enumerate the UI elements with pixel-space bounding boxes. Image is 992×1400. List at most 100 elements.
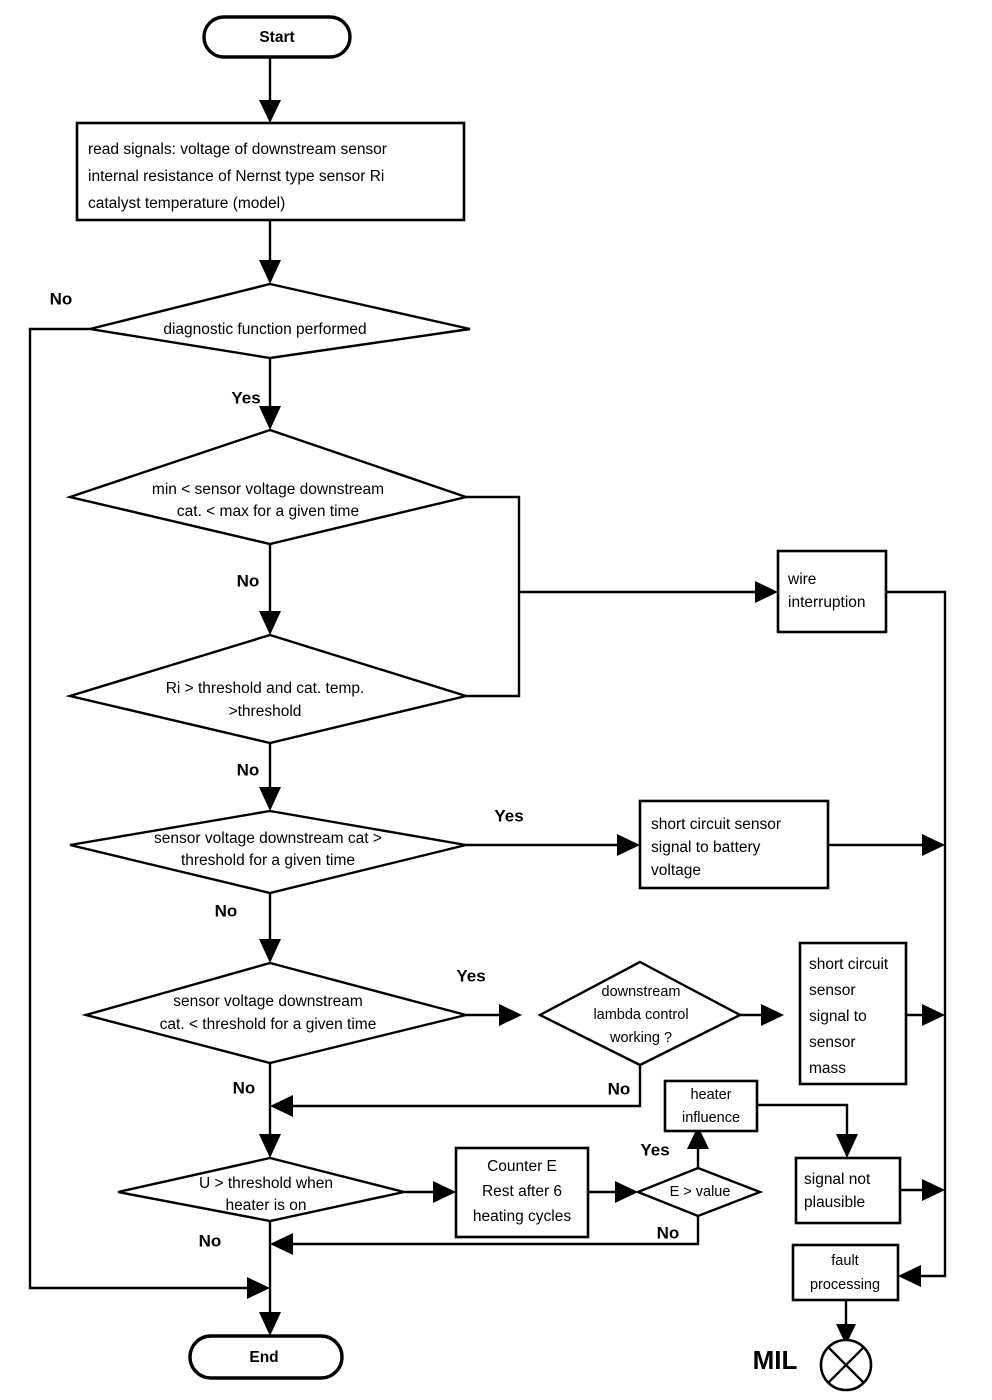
lambda-control-working-shape (537, 960, 743, 1067)
e-gt-value-label: E > value (670, 1184, 731, 1200)
voltage-below-threshold-shape (81, 961, 467, 1065)
sensor-voltage-range-line-1: min < sensor voltage downstream (152, 481, 384, 498)
node-wire-interruption[interactable]: wire interruption (776, 549, 888, 634)
voltage-above-threshold-shape (69, 809, 467, 895)
arrowhead-wire-interruption (755, 581, 778, 603)
arrowhead-diagnostic-no-end (247, 1277, 270, 1299)
branch-label-below-yes: Yes (456, 966, 485, 985)
node-ri-threshold[interactable]: Ri > threshold and cat. temp. >threshold (65, 633, 471, 745)
short-circuit-battery-line-2: signal to battery (651, 839, 761, 856)
arrowhead-above-yes (617, 834, 640, 856)
read-signals-line-2: internal resistance of Nernst type senso… (88, 168, 384, 185)
branch-label-e-yes: Yes (640, 1140, 669, 1159)
voltage-below-threshold-line-2: cat. < threshold for a given time (160, 1016, 377, 1033)
arrowhead-fault-processing (898, 1265, 921, 1287)
counter-e-line-3: heating cycles (473, 1208, 571, 1225)
counter-e-shape (454, 1146, 590, 1239)
branch-label-u-no: No (199, 1231, 222, 1250)
u-threshold-line-2: heater is on (226, 1197, 307, 1214)
arrowhead-ri-no (259, 787, 281, 811)
node-start[interactable]: Start (202, 15, 352, 59)
node-e-gt-value[interactable]: E > value (634, 1166, 764, 1218)
diagnostic-performed-label: diagnostic function performed (163, 321, 366, 338)
wire-interruption-line-1: wire (787, 571, 816, 588)
short-circuit-mass-line-5: mass (809, 1060, 846, 1077)
node-signal-not-plausible[interactable]: signal not plausible (794, 1156, 902, 1225)
e-gt-value-shape (634, 1166, 764, 1218)
branch-label-above-no: No (215, 901, 238, 920)
arrowhead-below-no (259, 1134, 281, 1158)
arrowhead-bus-plausible (922, 1179, 945, 1201)
arrowhead-signal-not-plausible (836, 1134, 858, 1158)
short-circuit-battery-shape (638, 799, 830, 890)
mil-label: MIL (753, 1345, 798, 1375)
signal-not-plausible-line-1: signal not (804, 1171, 871, 1188)
arrowhead-bus-mass (922, 1004, 945, 1026)
edge-diagnostic-no-to-end (28, 327, 252, 1290)
sensor-voltage-range-line-2: cat. < max for a given time (177, 503, 359, 520)
node-counter-e[interactable]: Counter E Rest after 6 heating cycles (454, 1146, 590, 1239)
u-threshold-line-1: U > threshold when (199, 1175, 333, 1192)
node-mil[interactable]: MIL (753, 1338, 873, 1392)
node-fault-processing[interactable]: fault processing (791, 1243, 900, 1302)
heater-influence-shape (663, 1079, 759, 1133)
short-circuit-mass-shape (798, 941, 908, 1086)
arrowhead-e-value (615, 1181, 638, 1203)
end-label: End (249, 1349, 278, 1366)
fault-processing-line-1: fault (831, 1253, 858, 1269)
arrowhead-diagnostic-yes (259, 406, 281, 430)
node-read-signals[interactable]: read signals: voltage of downstream sens… (75, 121, 466, 222)
edge-lambda-no (288, 1065, 642, 1108)
ri-threshold-shape (65, 633, 471, 745)
wire-interruption-line-2: interruption (788, 594, 866, 611)
ri-threshold-line-2: >threshold (229, 703, 302, 720)
start-label: Start (259, 29, 294, 46)
edge-fault-bus (886, 590, 947, 1278)
heater-influence-line-2: influence (682, 1110, 740, 1126)
node-lambda-control-working[interactable]: downstream lambda control working ? (537, 960, 743, 1067)
read-signals-shape (75, 121, 466, 222)
node-u-threshold-heater[interactable]: U > threshold when heater is on (117, 1156, 405, 1223)
node-sensor-voltage-range[interactable]: min < sensor voltage downstream cat. < m… (65, 428, 471, 546)
voltage-above-threshold-line-2: threshold for a given time (181, 852, 355, 869)
counter-e-line-2: Rest after 6 (482, 1183, 562, 1200)
short-circuit-battery-line-3: voltage (651, 862, 701, 879)
diagnostic-performed-shape (89, 282, 471, 360)
short-circuit-mass-line-1: short circuit (809, 956, 889, 973)
branch-label-e-no: No (657, 1223, 680, 1242)
counter-e-line-1: Counter E (487, 1158, 557, 1175)
signal-not-plausible-line-2: plausible (804, 1194, 865, 1211)
branch-label-range-no: No (237, 571, 260, 590)
short-circuit-mass-line-2: sensor (809, 982, 856, 999)
short-circuit-battery-line-1: short circuit sensor (651, 816, 781, 833)
node-heater-influence[interactable]: heater influence (663, 1079, 759, 1133)
voltage-above-threshold-line-1: sensor voltage downstream cat > (154, 830, 382, 847)
lambda-control-line-2: lambda control (593, 1007, 688, 1023)
node-voltage-above-threshold[interactable]: sensor voltage downstream cat > threshol… (69, 809, 467, 895)
arrowhead-counter-e (433, 1181, 456, 1203)
fault-processing-line-2: processing (810, 1277, 880, 1293)
connector-layer (28, 57, 947, 1345)
arrowhead-heater-influence (687, 1126, 709, 1149)
arrowhead-bus-battery (922, 834, 945, 856)
arrowhead-lambda-yes (761, 1004, 784, 1026)
node-short-circuit-battery[interactable]: short circuit sensor signal to battery v… (638, 799, 830, 890)
node-end[interactable]: End (188, 1334, 344, 1380)
arrowhead-end (259, 1312, 281, 1336)
read-signals-line-1: read signals: voltage of downstream sens… (88, 141, 387, 158)
heater-influence-line-1: heater (690, 1087, 731, 1103)
read-signals-line-3: catalyst temperature (model) (88, 195, 285, 212)
u-threshold-heater-shape (117, 1156, 405, 1223)
arrowhead-read-signals (259, 100, 281, 123)
arrowhead-above-no (259, 939, 281, 963)
node-diagnostic-performed[interactable]: diagnostic function performed (89, 282, 471, 360)
short-circuit-mass-line-4: sensor (809, 1034, 856, 1051)
mil-lamp-cross-icon (827, 1346, 865, 1384)
arrowhead-below-yes (499, 1004, 522, 1026)
node-short-circuit-mass[interactable]: short circuit sensor signal to sensor ma… (798, 941, 908, 1086)
branch-label-below-no: No (233, 1078, 256, 1097)
node-voltage-below-threshold[interactable]: sensor voltage downstream cat. < thresho… (81, 961, 467, 1065)
ri-threshold-line-1: Ri > threshold and cat. temp. (166, 680, 365, 697)
edge-heater-to-signal-not-plausible (757, 1103, 849, 1140)
